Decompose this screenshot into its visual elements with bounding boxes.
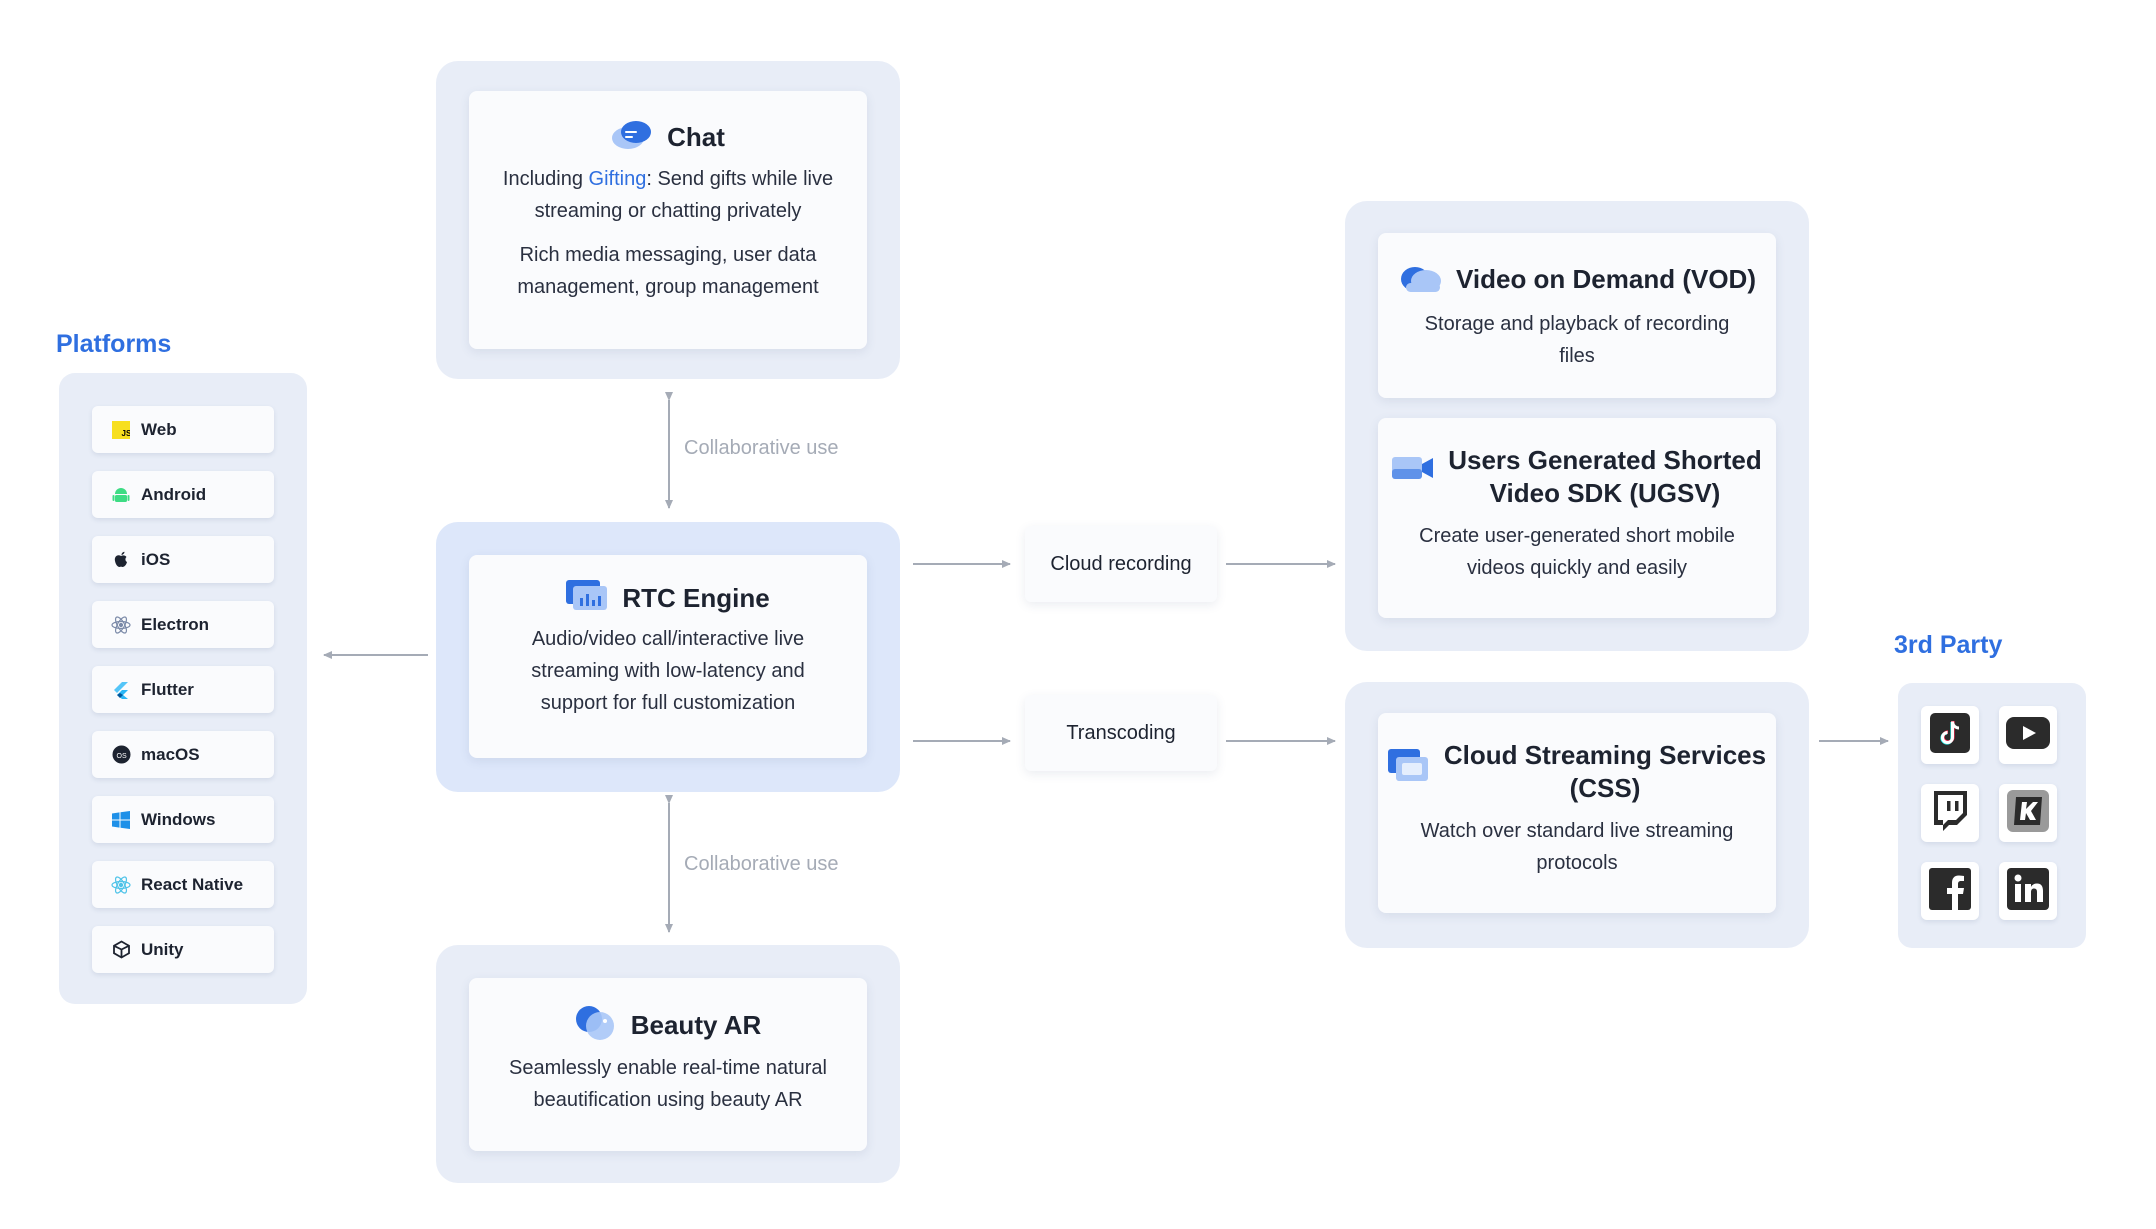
- chat-icon: [611, 118, 653, 157]
- ugsv-title-line1: Users Generated Shorted: [1448, 445, 1762, 475]
- chat-desc-suffix: : Send gifts while live: [646, 168, 834, 190]
- tiktok-tile[interactable]: [1921, 706, 1979, 764]
- platform-item-windows[interactable]: Windows: [92, 796, 274, 843]
- flutter-icon: [111, 680, 131, 700]
- collab-label-bottom: Collaborative use: [684, 853, 839, 875]
- macos-icon: OS: [111, 745, 131, 765]
- beauty-desc-line2: beautification using beauty AR: [533, 1089, 803, 1111]
- rtc-desc-line2: streaming with low-latency and: [531, 660, 805, 682]
- platform-label: Unity: [141, 939, 184, 959]
- chat-card[interactable]: Chat Including Gifting: Send gifts while…: [469, 91, 867, 349]
- platform-label: Web: [141, 419, 177, 439]
- electron-icon: [111, 615, 131, 635]
- kick-icon: [2007, 789, 2049, 837]
- ugsv-card[interactable]: Users Generated Shorted Video SDK (UGSV)…: [1378, 418, 1776, 618]
- beauty-card[interactable]: Beauty AR Seamlessly enable real-time na…: [469, 978, 867, 1151]
- svg-text:OS: OS: [116, 753, 126, 760]
- apple-icon: [111, 550, 131, 570]
- collab-label-top: Collaborative use: [684, 437, 839, 459]
- platform-label: React Native: [141, 874, 244, 894]
- chat-title: Chat: [667, 122, 725, 152]
- platform-item-web[interactable]: JS Web: [92, 406, 274, 453]
- twitch-tile[interactable]: [1921, 784, 1979, 842]
- ugsv-desc-line2: videos quickly and easily: [1466, 557, 1688, 579]
- platform-item-macos[interactable]: OS macOS: [92, 731, 274, 778]
- vod-card[interactable]: Video on Demand (VOD) Storage and playba…: [1378, 233, 1776, 398]
- youtube-tile[interactable]: [1999, 706, 2057, 764]
- beauty-title: Beauty AR: [630, 1010, 762, 1040]
- svg-text:JS: JS: [122, 429, 131, 438]
- facebook-icon: [1929, 867, 1971, 915]
- windows-icon: [111, 810, 131, 830]
- css-title-line1: Cloud Streaming Services: [1443, 740, 1767, 770]
- chat-desc2-line1: Rich media messaging, user data: [519, 244, 817, 266]
- platform-label: Android: [141, 484, 207, 504]
- platforms-title: Platforms: [56, 330, 172, 358]
- platform-item-flutter[interactable]: Flutter: [92, 666, 274, 713]
- facebook-tile[interactable]: [1921, 862, 1979, 920]
- vod-desc-line1: Storage and playback of recording: [1424, 313, 1730, 335]
- gifting-link[interactable]: Gifting: [588, 168, 647, 190]
- css-desc-line2: protocols: [1536, 852, 1618, 874]
- react-icon: [111, 875, 131, 895]
- beauty-desc-line1: Seamlessly enable real-time natural: [509, 1057, 827, 1079]
- twitch-icon: [1930, 790, 1970, 837]
- chat-desc-prefix: Including: [502, 168, 589, 190]
- linkedin-icon: [2007, 867, 2049, 915]
- tiktok-icon: [1930, 712, 1970, 758]
- javascript-icon: JS: [111, 420, 131, 440]
- third-party-title: 3rd Party: [1894, 631, 2003, 659]
- vod-cloud-icon: [1398, 261, 1442, 298]
- platform-item-unity[interactable]: Unity: [92, 926, 274, 973]
- platform-label: iOS: [141, 549, 171, 569]
- ugsv-camera-icon: [1392, 455, 1434, 486]
- youtube-icon: [2006, 716, 2050, 754]
- rtc-card[interactable]: RTC Engine Audio/video call/interactive …: [469, 555, 867, 758]
- platform-item-android[interactable]: Android: [92, 471, 274, 518]
- vod-title: Video on Demand (VOD): [1456, 264, 1756, 294]
- platform-label: macOS: [141, 744, 200, 764]
- platform-label: Electron: [141, 614, 210, 634]
- platform-item-ios[interactable]: iOS: [92, 536, 274, 583]
- platform-label: Flutter: [141, 679, 194, 699]
- ugsv-title-line2: Video SDK (UGSV): [1489, 478, 1721, 508]
- chat-desc-line2: streaming or chatting privately: [534, 200, 802, 222]
- css-title-line2: (CSS): [1569, 773, 1641, 803]
- transcoding-node[interactable]: Transcoding: [1025, 695, 1217, 771]
- platform-item-electron[interactable]: Electron: [92, 601, 274, 648]
- ugsv-desc-line1: Create user-generated short mobile: [1419, 525, 1735, 547]
- css-desc-line1: Watch over standard live streaming: [1420, 820, 1734, 842]
- cloud-recording-node[interactable]: Cloud recording: [1025, 526, 1217, 602]
- android-icon: [111, 485, 131, 505]
- unity-icon: [111, 940, 131, 960]
- rtc-desc-line3: support for full customization: [540, 692, 796, 714]
- beauty-ar-icon: [575, 1005, 617, 1046]
- platform-item-react-native[interactable]: React Native: [92, 861, 274, 908]
- css-streaming-icon: [1387, 749, 1430, 788]
- kick-tile[interactable]: [1999, 784, 2057, 842]
- rtc-desc-line1: Audio/video call/interactive live: [531, 628, 805, 650]
- rtc-title: RTC Engine: [622, 583, 770, 613]
- platform-label: Windows: [141, 809, 216, 829]
- chat-desc2-line2: management, group management: [517, 276, 819, 298]
- linkedin-tile[interactable]: [1999, 862, 2057, 920]
- css-card[interactable]: Cloud Streaming Services (CSS) Watch ove…: [1378, 713, 1776, 913]
- rtc-engine-icon: [566, 580, 608, 617]
- vod-desc-line2: files: [1559, 345, 1595, 367]
